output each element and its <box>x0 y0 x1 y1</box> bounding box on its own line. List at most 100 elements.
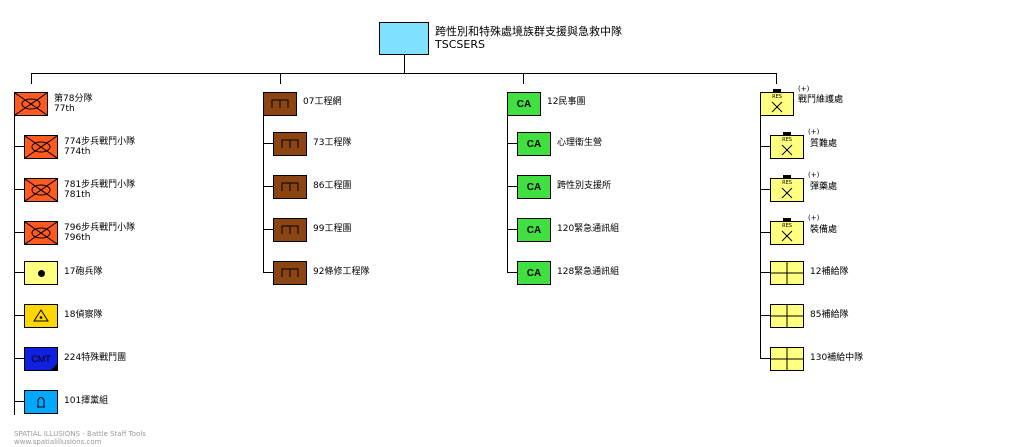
special-symbol: CMT <box>24 347 58 371</box>
civil-affairs-symbol: CA <box>517 175 551 199</box>
maintenance-symbol: RES <box>770 132 804 159</box>
unit-sub: 774th <box>64 147 91 157</box>
top-bus <box>31 73 776 74</box>
tick <box>263 229 273 230</box>
tick <box>263 186 273 187</box>
bridge-icon <box>281 225 299 234</box>
spine-engineer <box>263 104 264 272</box>
supply-symbol <box>770 304 804 328</box>
engineer-symbol <box>273 132 307 156</box>
tick <box>507 229 517 230</box>
res-label: RES <box>782 180 792 186</box>
bridge-icon <box>281 182 299 191</box>
maintenance-symbol: RES <box>770 175 804 202</box>
supply-grid-icon <box>771 262 803 284</box>
bell-icon <box>37 397 45 408</box>
support-head-label: 戰鬥維護處 <box>798 95 844 105</box>
maintenance-symbol: RES <box>760 89 794 116</box>
reinforced-modifier: (+) <box>798 85 810 93</box>
res-label: RES <box>782 137 792 143</box>
infantry-cross-icon <box>24 221 58 245</box>
unit-label: 裝備處 <box>810 225 838 235</box>
civil-affairs-symbol: CA <box>507 92 541 116</box>
unit-label: 224特殊戰鬥團 <box>64 353 127 363</box>
civil-affairs-symbol: CA <box>517 261 551 285</box>
tick <box>760 146 770 147</box>
size-marker-icon <box>783 218 791 221</box>
infantry-symbol <box>14 92 48 116</box>
root-subtitle: TSCSERS <box>435 38 485 51</box>
civil-affairs-symbol: CA <box>517 132 551 156</box>
unit-label: 73工程隊 <box>313 138 352 148</box>
tick <box>760 272 770 273</box>
spine-civil <box>507 104 508 272</box>
tick <box>14 232 24 233</box>
tick <box>760 358 770 359</box>
unit-label: 心理衛生營 <box>557 138 603 148</box>
reinforced-modifier: (+) <box>808 171 820 179</box>
unit-label: 12補給隊 <box>810 267 849 277</box>
unit-label: 774步兵戰鬥小隊 <box>64 137 136 147</box>
drop-engineer <box>280 73 281 84</box>
cross-icon <box>781 144 793 156</box>
spine-support <box>760 104 761 358</box>
triangle-icon <box>33 309 49 322</box>
supply-grid-icon <box>771 348 803 370</box>
unit-label: 86工程團 <box>313 181 352 191</box>
size-marker-icon <box>783 132 791 135</box>
tick <box>263 272 273 273</box>
reinforced-modifier: (+) <box>808 128 820 136</box>
unit-label: 101擇黨組 <box>64 396 109 406</box>
unit-sub: 796th <box>64 233 91 243</box>
infantry-symbol <box>24 178 58 202</box>
special-symbol-text: CMT <box>31 354 51 364</box>
unit-label: 跨性別支援所 <box>557 181 612 191</box>
recon-symbol <box>24 304 58 328</box>
res-label: RES <box>772 94 782 100</box>
engineer-symbol <box>263 92 297 116</box>
civil-head-label: 12民事團 <box>547 97 586 107</box>
tick <box>14 315 24 316</box>
infantry-head-label: 第78分隊 <box>54 94 93 104</box>
res-label: RES <box>782 223 792 229</box>
spine-infantry <box>14 104 15 415</box>
tick <box>14 189 24 190</box>
unit-label: 120緊急通訊組 <box>557 224 620 234</box>
footer-url[interactable]: www.spatialillusions.com <box>14 438 102 446</box>
unit-label: 18偵察隊 <box>64 310 103 320</box>
engineer-head-label: 07工程網 <box>303 97 342 107</box>
infantry-head-sub: 77th <box>54 104 75 114</box>
size-marker-icon <box>773 89 781 92</box>
supply-grid-icon <box>771 305 803 327</box>
engineer-symbol <box>273 218 307 242</box>
unit-label: 128緊急通訊組 <box>557 267 620 277</box>
root-unit-symbol[interactable] <box>379 22 429 55</box>
drop-support <box>776 73 777 84</box>
tick <box>760 232 770 233</box>
signal-symbol <box>24 390 58 414</box>
artillery-symbol <box>24 261 58 285</box>
tick <box>760 189 770 190</box>
corner-triangle-icon <box>51 364 57 370</box>
cross-icon <box>781 230 793 242</box>
supply-symbol <box>770 261 804 285</box>
civil-affairs-symbol: CA <box>517 218 551 242</box>
reinforced-modifier: (+) <box>808 214 820 222</box>
unit-label: 796步兵戰鬥小隊 <box>64 223 136 233</box>
tick <box>14 146 24 147</box>
tick <box>760 315 770 316</box>
root-stem <box>404 55 405 73</box>
unit-label: 130補給中隊 <box>810 353 864 363</box>
drop-civil <box>523 73 524 84</box>
unit-label: 彈藥處 <box>810 182 838 192</box>
footer-brand: SPATIAL ILLUSIONS - Battle Staff Tools <box>14 430 146 438</box>
drop-infantry <box>31 73 32 84</box>
unit-label: 92條修工程隊 <box>313 267 370 277</box>
infantry-cross-icon <box>14 92 48 116</box>
dot-icon <box>38 270 45 277</box>
tick <box>507 272 517 273</box>
engineer-symbol <box>273 261 307 285</box>
tick <box>507 186 517 187</box>
unit-label: 781步兵戰鬥小隊 <box>64 180 136 190</box>
bridge-icon <box>271 99 289 108</box>
